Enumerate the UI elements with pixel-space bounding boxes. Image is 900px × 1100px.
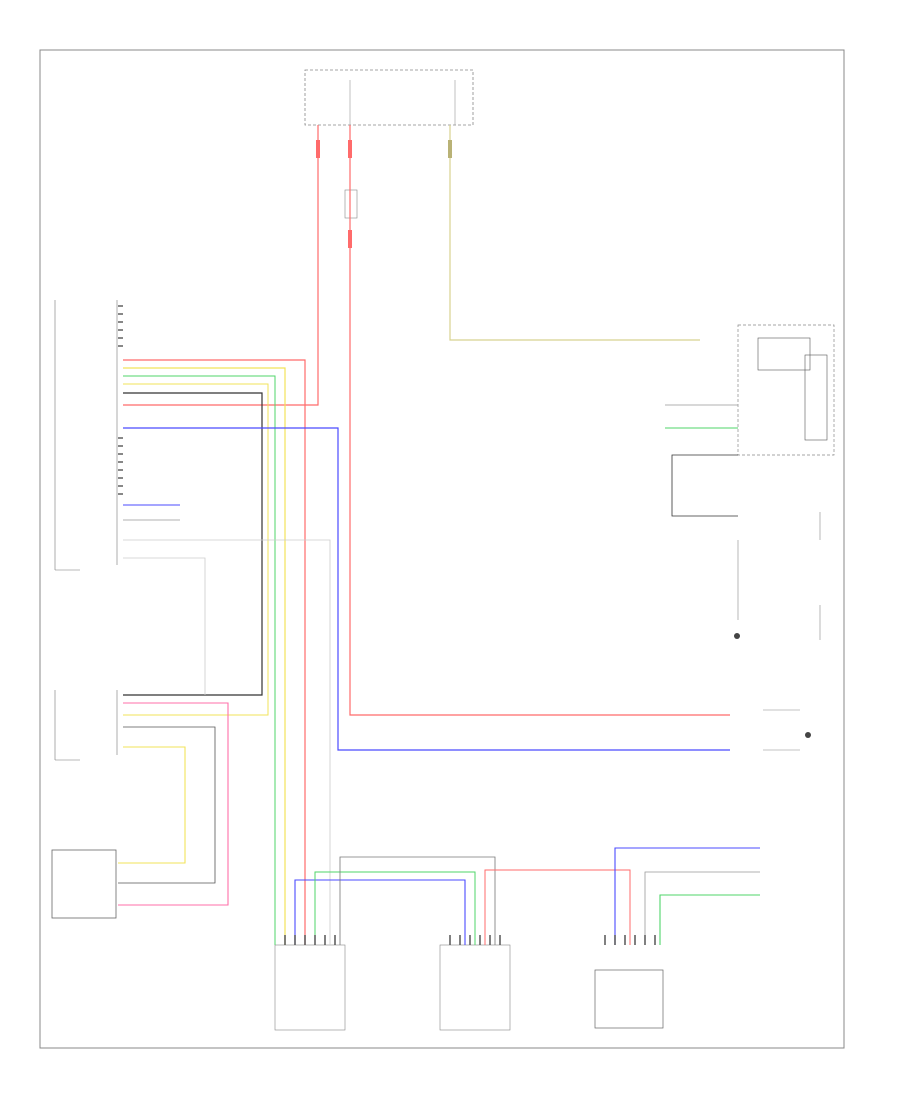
wire-gray-sensor-1 — [339, 856, 496, 945]
wire-gray-sensor-3 — [644, 871, 760, 945]
wire-blue-ecu — [123, 427, 730, 751]
wire-green-sensor-3 — [659, 894, 760, 945]
wire-green-ecu — [123, 375, 276, 945]
right-top-inner-2 — [804, 354, 828, 441]
wire-green-sensor-1 — [314, 871, 476, 945]
right-top-component — [737, 324, 835, 456]
wire-olive-feed — [449, 125, 700, 341]
left-bottom-module — [51, 849, 117, 919]
wire-black-right — [671, 454, 738, 517]
fuse-block-terminals — [349, 80, 456, 125]
wire-blue-sensor-1 — [294, 879, 466, 945]
wire-red-ecu — [123, 359, 306, 945]
sensor-box-3 — [594, 969, 664, 1029]
left-ecu-connector — [54, 300, 118, 571]
wire-red-main-1 — [123, 125, 319, 406]
olive-connector — [448, 140, 452, 158]
left-sub-connector — [54, 690, 118, 761]
wire-gray-lower — [118, 726, 216, 884]
wire-gray-long — [123, 539, 331, 945]
sensor-box-1 — [274, 944, 346, 1031]
wire-gray-mid — [123, 557, 206, 695]
sensor-pins — [284, 935, 656, 945]
sensor-box-2 — [439, 944, 511, 1031]
wire-pink-lower — [118, 702, 229, 906]
ground-symbol-lower — [805, 732, 811, 738]
right-mid-switches — [737, 512, 821, 640]
wire-red-sensor-2 — [484, 869, 631, 945]
right-top-inner — [757, 337, 811, 371]
wire-yellow-ecu-2 — [123, 383, 269, 716]
wire-black-ecu — [123, 392, 263, 696]
wire-red-main-2 — [349, 125, 730, 716]
wire-yellow-lower — [118, 746, 186, 864]
ground-symbol-mid — [734, 633, 740, 639]
wire-blue-sensor-3 — [614, 847, 760, 945]
inline-fuse — [344, 189, 358, 219]
diagram-frame — [39, 49, 845, 1049]
left-ecu-pins — [118, 305, 123, 495]
feed-connectors — [316, 140, 352, 248]
right-lower-connector — [763, 709, 800, 751]
fuse-block — [304, 69, 474, 126]
wire-yellow-ecu — [123, 367, 286, 945]
